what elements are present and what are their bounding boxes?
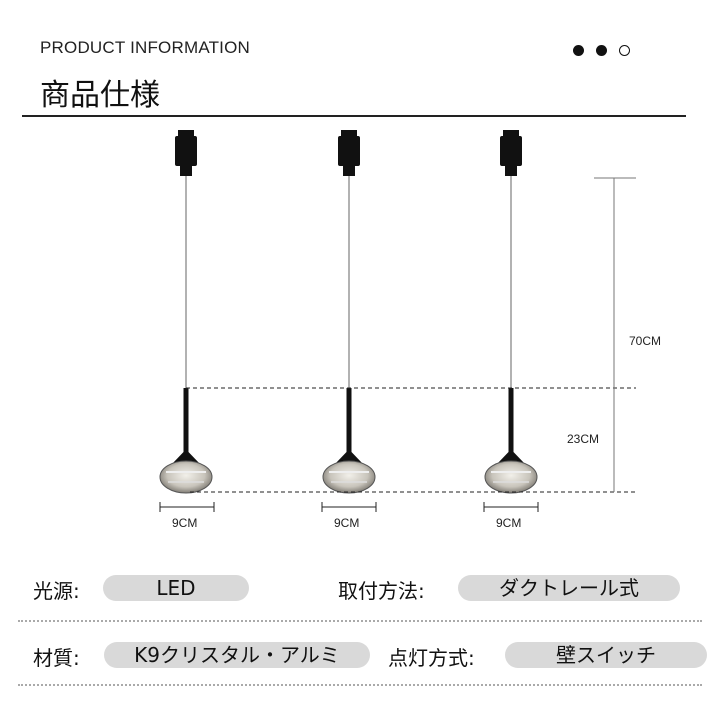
spec-value-light-source: LED [103,575,249,601]
width-label: 9CM [334,516,360,530]
width-label: 9CM [496,516,522,530]
spec-label-switch: 点灯方式: [388,646,475,670]
page-dot-filled [573,45,584,56]
divider [22,115,686,117]
lamp-height-label: 23CM [567,432,600,446]
page-dot-filled [596,45,607,56]
cord-length-label: 70CM [629,334,662,348]
lamp-diagram [159,129,636,512]
width-label: 9CM [172,516,198,530]
pendant-lamp [159,129,213,494]
spec-value-switch: 壁スイッチ [505,642,707,668]
subtitle: PRODUCT INFORMATION [40,38,250,57]
spec-label-light-source: 光源: [33,579,80,603]
spec-label-material: 材質: [33,646,80,670]
dotted-divider [18,620,702,622]
page-title: 商品仕様 [40,78,160,113]
pendant-lamp [484,129,538,494]
spec-value-mounting: ダクトレール式 [458,575,680,601]
spec-label-mounting: 取付方法: [338,579,425,603]
dotted-divider [18,684,702,686]
width-dimension-bars [159,502,539,512]
pendant-lamp [322,129,376,494]
page-dot-empty [619,45,630,56]
spec-value-material: K9クリスタル・アルミ [104,642,370,668]
